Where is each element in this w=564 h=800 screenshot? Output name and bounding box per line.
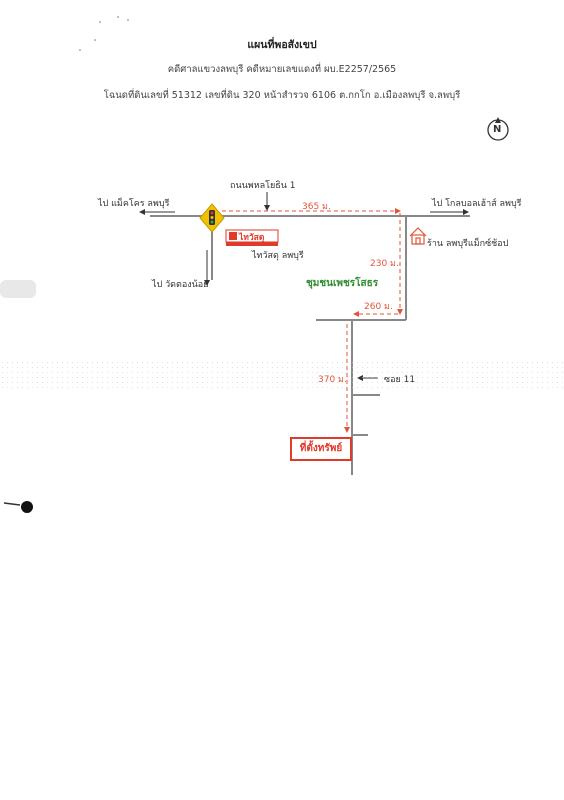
main-road-label: ถนนพหลโยธิน 1 [230, 181, 296, 191]
house-icon [409, 227, 427, 245]
scan-artifact [0, 280, 36, 298]
scan-dot [21, 501, 33, 513]
scan-line [3, 502, 21, 506]
community-label: ชุมชนเพชรโสธร [306, 278, 379, 289]
to-west-label: ไป แม็คโคร ลพบุรี [98, 199, 170, 209]
scan-specks [79, 16, 129, 51]
to-south-label: ไป วัดตองน้อย [152, 280, 209, 290]
traffic-light-icon [199, 203, 225, 233]
distance-1: 365 ม. [302, 202, 331, 212]
thaiwatsadu-sign-icon [225, 229, 279, 246]
map-title: แผนที่พอสังเขป [247, 39, 317, 51]
thaiwatsadu-sign-text: ไทวัสดุ [239, 233, 265, 243]
land-deed-line: โฉนดที่ดินเลขที่ 51312 เลขที่ดิน 320 หน้… [103, 90, 461, 101]
shop-label: ร้าน ลพบุรีแม็กซ์ช้อป [427, 239, 509, 249]
to-east-label: ไป โกลบอลเฮ้าส์ ลพบุรี [432, 199, 522, 209]
distance-2: 230 ม. [370, 259, 399, 269]
compass-north-icon [487, 117, 509, 141]
distance-4: 370 ม. [318, 375, 347, 385]
destination-box: ที่ตั้งทรัพย์ [290, 437, 352, 461]
thaiwatsadu-name: ไทวัสดุ ลพบุรี [252, 251, 304, 261]
soi-label: ซอย 11 [384, 375, 416, 385]
compass-letter: N [493, 124, 502, 135]
court-case-line: คดีศาลแขวงลพบุรี คดีหมายเลขแดงที่ ผบ.E22… [167, 64, 397, 75]
distance-3: 260 ม. [364, 302, 393, 312]
scan-noise-band [0, 360, 564, 390]
